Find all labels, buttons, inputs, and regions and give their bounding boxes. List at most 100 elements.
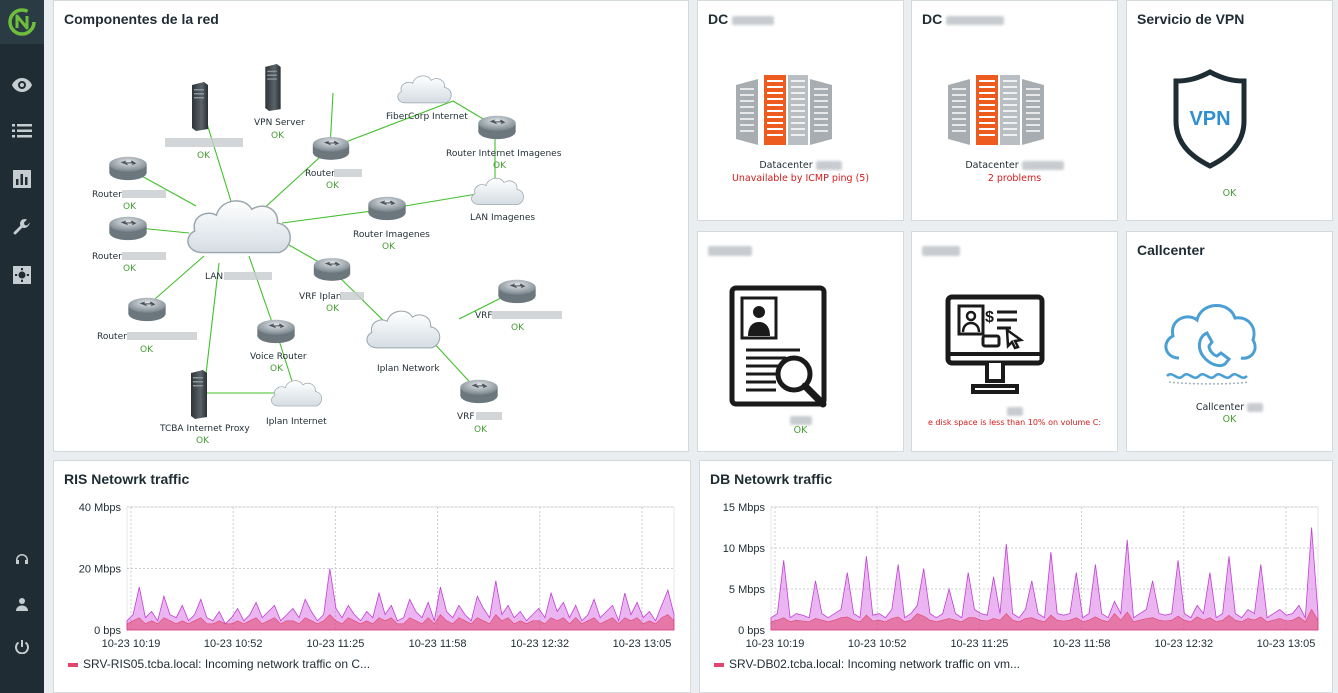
vrf-right-router[interactable] (498, 279, 536, 304)
blurred-label (165, 138, 243, 147)
lan-label: LAN (205, 272, 223, 282)
series-baseline-area (126, 614, 675, 631)
router-imagenes-status: OK (382, 242, 396, 252)
tile-status: OK (1222, 414, 1237, 425)
user-icon (16, 598, 28, 611)
legend-label: SRV-RIS05.tcba.local: Incoming network t… (83, 657, 371, 671)
tcba-proxy-server[interactable] (191, 370, 207, 419)
y-tick-label: 5 Mbps (729, 584, 766, 596)
blurred-label (122, 190, 166, 198)
tile-status: e disk space is less than 10% on volume … (927, 418, 1102, 427)
lan-imagenes-cloud[interactable] (471, 177, 524, 205)
tile-dc-1[interactable]: DC Datacenter Unavailable by ICMP ping (… (697, 0, 904, 221)
sidebar-item-administration[interactable] (0, 258, 44, 292)
network-map-widget: Componentes de la red (53, 0, 689, 452)
chart-title: DB Netowrk traffic (710, 471, 833, 487)
lan-imagenes-label: LAN Imagenes (470, 213, 535, 223)
tcba-proxy-status: OK (196, 436, 210, 446)
voice-router[interactable] (257, 319, 295, 344)
router-left3-label: Router (97, 332, 127, 342)
user-profile-button[interactable] (0, 587, 44, 621)
svg-text:$: $ (985, 309, 994, 326)
sidebar-item-monitoring[interactable] (0, 68, 44, 102)
router-internet-imagenes-label: Router Internet Imagenes (446, 149, 562, 159)
server1-status: OK (197, 151, 211, 161)
chart-legend[interactable]: SRV-RIS05.tcba.local: Incoming network t… (68, 657, 370, 671)
sidebar-item-inventory[interactable] (0, 114, 44, 148)
sidebar (0, 0, 44, 693)
y-tick-label: 40 Mbps (79, 502, 122, 514)
x-tick-label: 10-23 13:05 (1257, 638, 1316, 650)
x-tick-label: 10-23 13:05 (613, 638, 672, 650)
router-top[interactable] (312, 137, 350, 160)
widget-title: Componentes de la red (64, 11, 219, 27)
cloud-phone-icon (1164, 304, 1257, 385)
blurred-title (708, 246, 752, 257)
server-1[interactable] (192, 82, 208, 131)
blurred-label (340, 292, 364, 300)
x-tick-label: 10-23 11:58 (409, 638, 467, 650)
gear-icon (13, 266, 31, 284)
x-tick-label: 10-23 10:52 (204, 638, 263, 650)
lan-cloud[interactable] (187, 200, 291, 254)
wrench-icon (13, 218, 30, 235)
vrf-iplan-status: OK (326, 304, 340, 314)
tcba-proxy-label: TCBA Internet Proxy (159, 424, 250, 434)
tile-dc-2[interactable]: DC Datacenter 2 problems (911, 0, 1118, 221)
vrf-iplan-router[interactable] (313, 258, 351, 281)
tile-document[interactable]: OK (697, 231, 904, 452)
legend-swatch (714, 662, 724, 667)
tile-callcenter[interactable]: Callcenter Callcenter OK (1126, 231, 1333, 452)
tile-caption: Datacenter (965, 160, 1019, 171)
vrf-bottom-label: VRF (457, 412, 475, 422)
y-tick-label: 0 bps (94, 625, 121, 637)
blurred-label (127, 332, 197, 340)
vrf-right-status: OK (511, 323, 525, 333)
support-button[interactable] (0, 543, 44, 577)
router-imagenes[interactable] (368, 196, 406, 221)
sign-out-button[interactable] (0, 630, 44, 664)
x-tick-label: 10-23 12:32 (510, 638, 569, 650)
power-icon (15, 640, 29, 654)
series-area (770, 527, 1319, 631)
blurred-label (476, 412, 502, 420)
voice-router-label: Voice Router (250, 352, 307, 362)
iplan-internet-label: Iplan Internet (266, 417, 327, 427)
router-left-1[interactable] (109, 156, 147, 181)
network-map: OK VPN Server OK FiberCorp Internet Rout… (92, 63, 562, 446)
blurred-label (224, 272, 272, 280)
vrf-iplan-label: VRF Iplan (299, 292, 342, 302)
iplan-network-cloud[interactable] (366, 310, 441, 349)
app-logo[interactable] (0, 0, 44, 44)
tile-status: Unavailable by ICMP ping (5) (731, 173, 870, 184)
x-tick-label: 10-23 11:25 (950, 638, 1008, 650)
tile-workstation[interactable]: $ e disk space is less than 10% on volum… (911, 231, 1118, 452)
iplan-internet-cloud[interactable] (271, 380, 323, 407)
datacenter-icon (736, 75, 832, 145)
router-left2-status: OK (123, 264, 137, 274)
bar-chart-icon (13, 170, 31, 188)
tile-title: DC (922, 11, 943, 27)
router-left2-label: Router (92, 252, 122, 262)
tile-caption: Callcenter (1195, 402, 1245, 413)
router-left3-status: OK (140, 345, 154, 355)
blurred-label (492, 311, 562, 319)
blurred-title (922, 246, 960, 257)
sidebar-item-reports[interactable] (0, 162, 44, 196)
router-top-label: Router (305, 169, 335, 179)
router-internet-imagenes[interactable] (478, 115, 516, 140)
fibercorp-cloud[interactable] (397, 75, 452, 104)
router-left-3[interactable] (128, 297, 166, 322)
vrf-right-label: VRF (475, 311, 493, 321)
document-search-icon (729, 285, 827, 408)
sidebar-item-configuration[interactable] (0, 210, 44, 244)
iplan-network-label: Iplan Network (377, 364, 440, 374)
vpn-server[interactable] (265, 63, 281, 111)
tile-vpn[interactable]: Servicio de VPN VPN OK (1126, 0, 1333, 221)
chart-legend[interactable]: SRV-DB02.tcba.local: Incoming network tr… (714, 657, 1020, 671)
datacenter-icon (948, 75, 1044, 145)
router-left-2[interactable] (109, 216, 147, 241)
vrf-bottom-router[interactable] (460, 379, 498, 404)
